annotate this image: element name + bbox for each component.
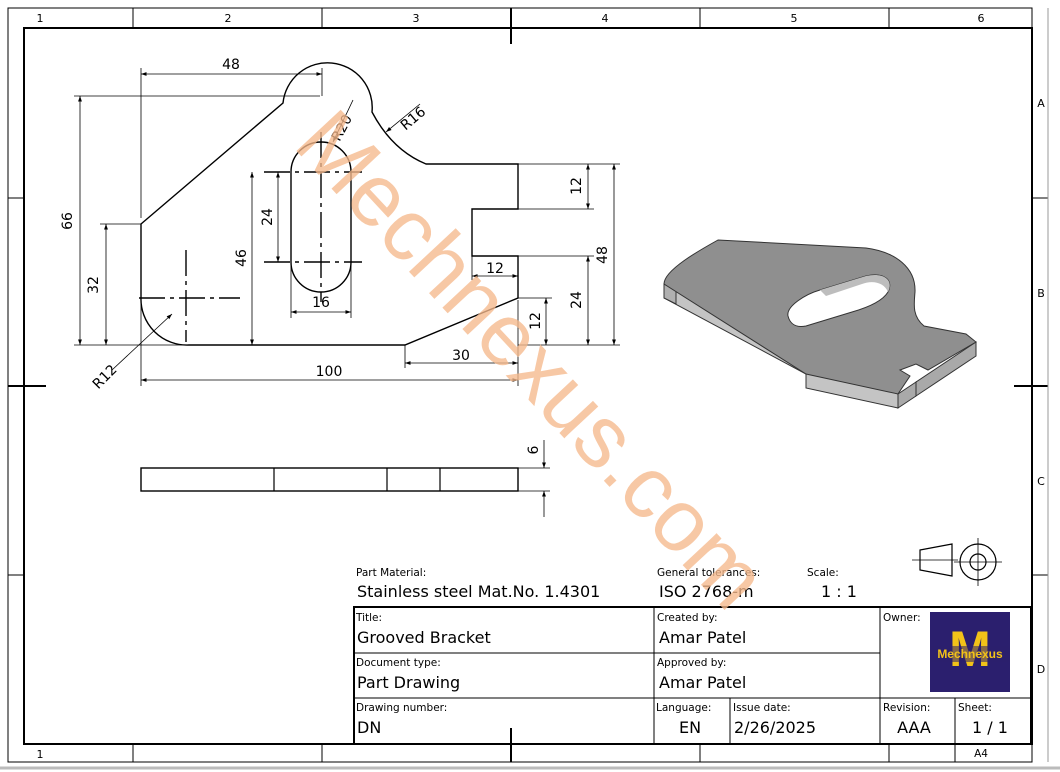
zone-col-4: 4 xyxy=(602,12,609,25)
drawing-number-label: Drawing number: xyxy=(356,702,447,714)
paper-size: A4 xyxy=(974,748,988,760)
dim-66: 66 xyxy=(60,212,76,230)
dim-100: 100 xyxy=(316,364,343,380)
zone-col-1-bottom: 1 xyxy=(37,748,44,761)
issue-date-value: 2/26/2025 xyxy=(734,718,816,737)
dim-46: 46 xyxy=(234,249,250,267)
scale-label: Scale: xyxy=(807,567,839,579)
title-value: Grooved Bracket xyxy=(357,628,491,647)
drawing-number-value: DN xyxy=(357,718,381,737)
dim-12-top: 12 xyxy=(569,177,585,195)
material-label: Part Material: xyxy=(356,567,426,579)
dim-48-right: 48 xyxy=(595,246,611,264)
issue-date-label: Issue date: xyxy=(733,702,791,714)
zone-col-6: 6 xyxy=(978,12,985,25)
zone-col-3: 3 xyxy=(413,12,420,25)
sheet-value: 1 / 1 xyxy=(972,718,1008,737)
zone-col-2: 2 xyxy=(225,12,232,25)
zone-row-b: B xyxy=(1037,287,1045,300)
bottom-view xyxy=(140,440,550,517)
part-outline xyxy=(140,62,519,346)
created-by-label: Created by: xyxy=(657,612,718,624)
created-by-value: Amar Patel xyxy=(659,628,746,647)
dimension-texts: 48 66 32 R20 R16 24 46 16 R12 100 30 12 … xyxy=(60,57,611,454)
doctype-label: Document type: xyxy=(356,657,441,669)
approved-by-value: Amar Patel xyxy=(659,673,746,692)
watermark: Mechnexus.com xyxy=(278,91,787,627)
tolerances-label: General tolerances: xyxy=(657,567,760,579)
zone-col-1: 1 xyxy=(37,12,44,25)
scale-value: 1 : 1 xyxy=(821,582,857,601)
isometric-view xyxy=(663,239,977,409)
revision-value: AAA xyxy=(897,718,931,737)
dim-48-top: 48 xyxy=(222,57,240,73)
owner-logo: M Mechnexus xyxy=(930,612,1010,692)
dim-12-bottom: 12 xyxy=(528,312,544,330)
zone-labels: 1 2 3 4 5 6 1 A B C D xyxy=(37,12,1046,761)
approved-by-label: Approved by: xyxy=(657,657,726,669)
dim-16: 16 xyxy=(312,295,330,311)
revision-label: Revision: xyxy=(883,702,930,714)
tolerances-value: ISO 2768-m xyxy=(659,582,754,601)
zone-col-5: 5 xyxy=(791,12,798,25)
dim-24-slot: 24 xyxy=(260,208,276,226)
dim-32: 32 xyxy=(86,276,102,294)
projection-symbol xyxy=(912,538,1002,586)
dim-30: 30 xyxy=(452,348,470,364)
zone-row-c: C xyxy=(1037,475,1045,488)
material-value: Stainless steel Mat.No. 1.4301 xyxy=(357,582,600,601)
dimension-lines xyxy=(74,68,620,386)
zone-row-a: A xyxy=(1037,97,1045,110)
title-block-texts: Part Material: Stainless steel Mat.No. 1… xyxy=(355,567,1008,760)
language-label: Language: xyxy=(656,702,711,714)
title-label: Title: xyxy=(355,612,382,624)
center-lines xyxy=(139,132,362,342)
title-block-frame xyxy=(353,606,1032,762)
dim-24-right: 24 xyxy=(569,291,585,309)
logo-text: Mechnexus xyxy=(937,647,1003,661)
owner-label: Owner: xyxy=(883,612,921,624)
sheet-label: Sheet: xyxy=(958,702,992,714)
language-value: EN xyxy=(679,718,701,737)
dim-12-notch: 12 xyxy=(486,261,504,277)
doctype-value: Part Drawing xyxy=(357,673,460,692)
dim-6: 6 xyxy=(526,445,542,454)
zone-row-d: D xyxy=(1037,663,1045,676)
dim-r16: R16 xyxy=(398,104,429,134)
